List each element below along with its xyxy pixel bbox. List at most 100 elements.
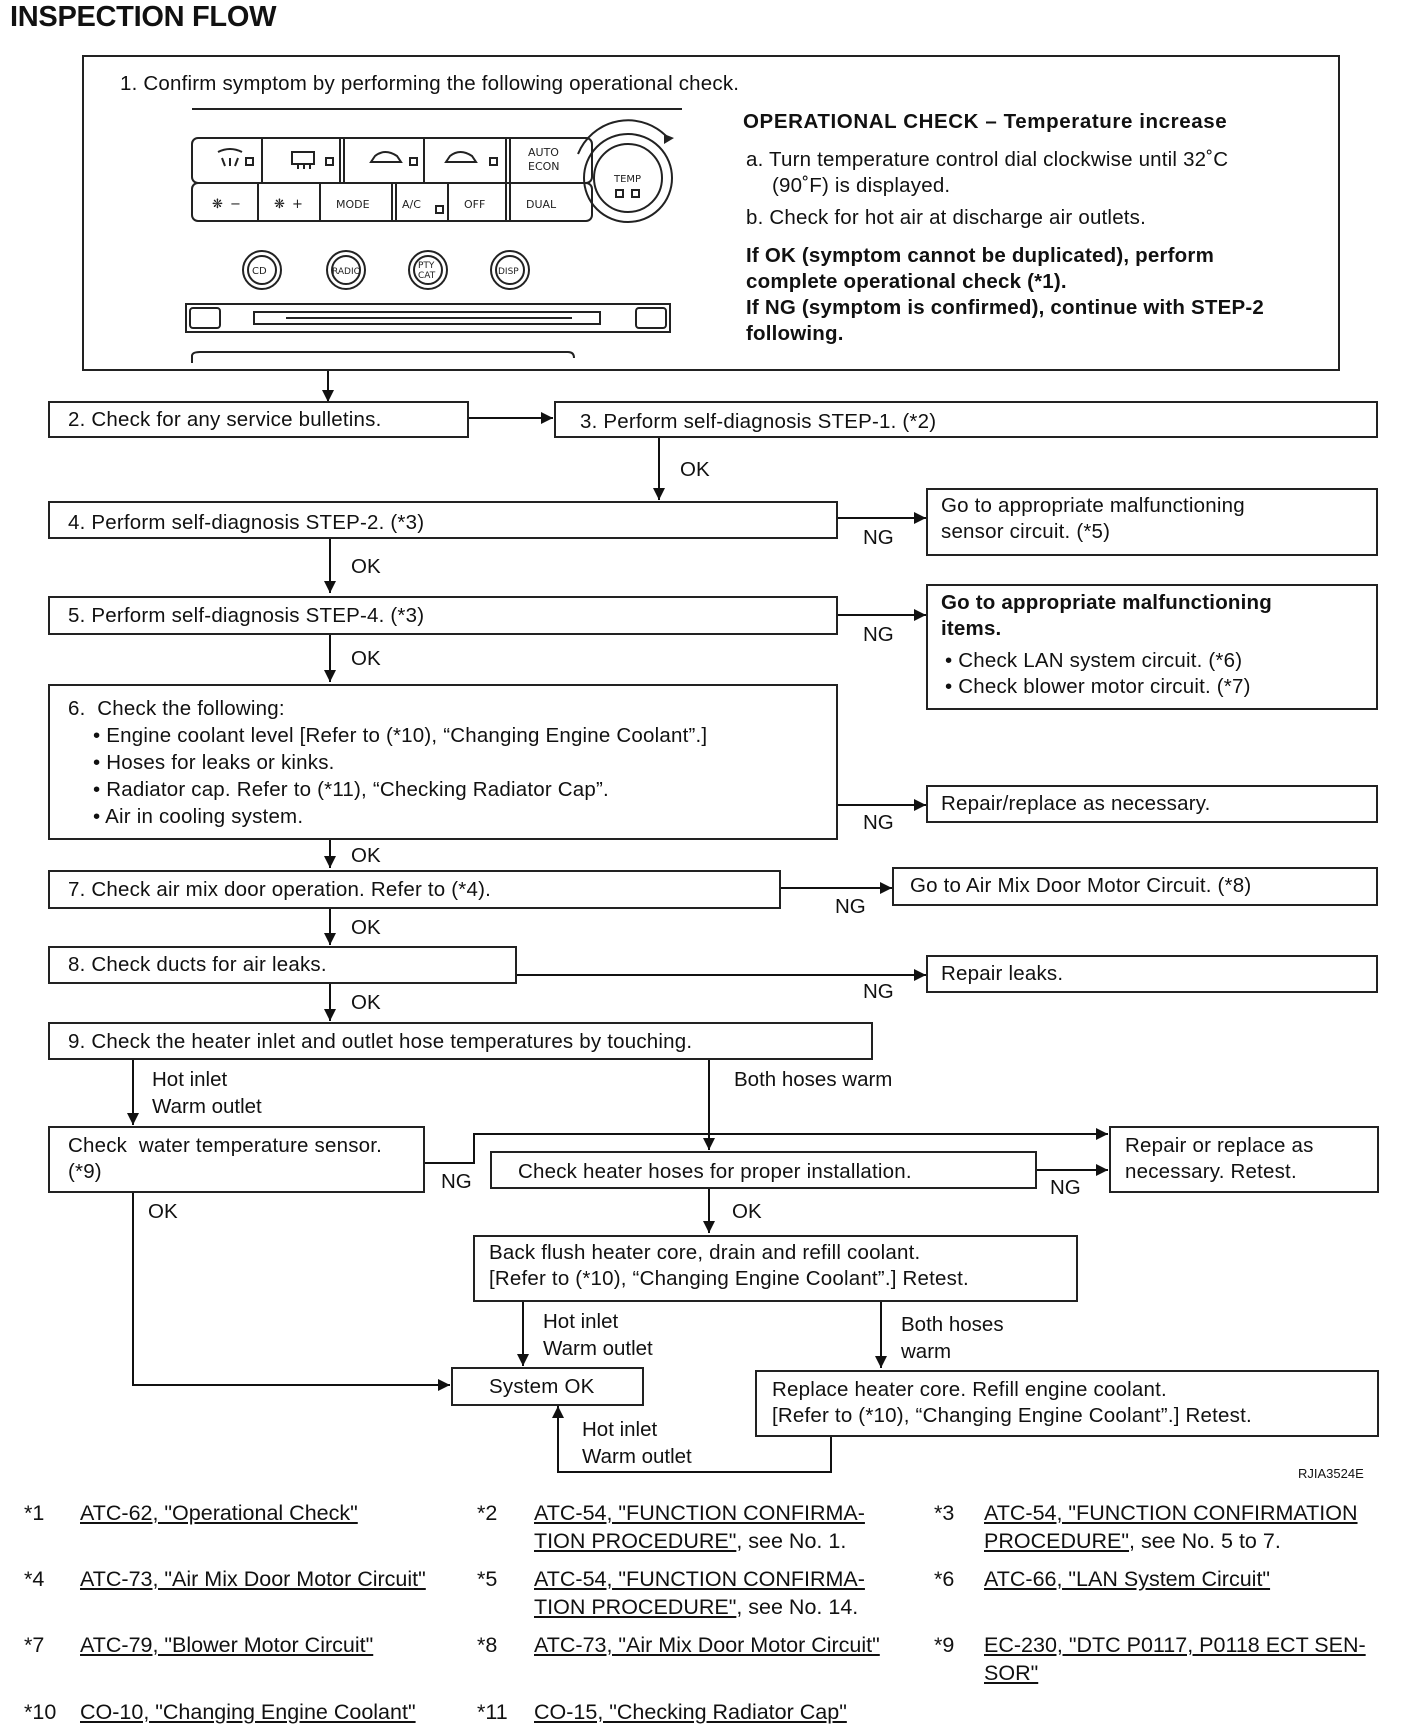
- step-5-ng-line3: • Check LAN system circuit. (*6): [945, 649, 1243, 672]
- step-4-ng-box: [926, 488, 1378, 556]
- figure-code: RJIA3524E: [1298, 1466, 1364, 1481]
- footnote-link[interactable]: ATC-79, "Blower Motor Circuit": [80, 1633, 374, 1657]
- step-8-ng-box: [926, 955, 1378, 993]
- both-hoses-label: Both hoses: [901, 1313, 1004, 1336]
- footnote-link[interactable]: ATC-54, "FUNCTION CONFIRMATION: [984, 1501, 1358, 1525]
- footnote-mark: *5: [477, 1567, 498, 1591]
- footnote-mark: *2: [477, 1501, 498, 1525]
- footnote-mark: *3: [934, 1501, 955, 1525]
- footnote-link[interactable]: ATC-66, "LAN System Circuit": [984, 1567, 1271, 1591]
- footnote-suffix: , see No. 1.: [736, 1528, 847, 1553]
- footnote-link[interactable]: ATC-54, "FUNCTION CONFIRMA-: [534, 1567, 865, 1591]
- ok-label-4: OK: [351, 555, 381, 578]
- step-8-text: 8. Check ducts for air leaks.: [68, 953, 327, 976]
- step-5-box: [48, 596, 838, 635]
- ok-label-6: OK: [351, 844, 381, 867]
- footnote-text: ATC-54, "FUNCTION CONFIRMA- TION PROCEDUR…: [534, 1566, 865, 1622]
- step-5-ng-line2: items.: [941, 617, 1002, 640]
- step-4-ng-line2: sensor circuit. (*5): [941, 520, 1111, 543]
- ng-label-6: NG: [863, 811, 894, 834]
- footnote-text: CO-10, "Changing Engine Coolant": [80, 1699, 416, 1727]
- ok-label-wts: OK: [148, 1200, 178, 1223]
- pty-label: PTY: [418, 261, 435, 271]
- footnote-link[interactable]: ATC-73, "Air Mix Door Motor Circuit": [80, 1567, 426, 1591]
- ok-label-3: OK: [680, 458, 710, 481]
- heater-hoses-text: Check heater hoses for proper installati…: [518, 1160, 912, 1183]
- ok-label-8: OK: [351, 991, 381, 1014]
- footnote-mark: *7: [24, 1633, 45, 1657]
- footnote-mark: *4: [24, 1567, 45, 1591]
- radio-label: RADIO: [332, 267, 361, 277]
- step-8-ng-text: Repair leaks.: [941, 962, 1064, 985]
- step-7-ng-text: Go to Air Mix Door Motor Circuit. (*8): [910, 874, 1252, 897]
- hot-inlet-label-3: Hot inlet: [582, 1418, 658, 1441]
- fan-up-icon: ❋: [274, 197, 285, 212]
- footnote-mark: *11: [477, 1700, 508, 1724]
- repair-replace-box: [1109, 1126, 1379, 1193]
- footnote-mark: *8: [477, 1633, 498, 1657]
- system-ok-box: [451, 1367, 644, 1406]
- footnote-link-continued[interactable]: TION PROCEDURE": [534, 1528, 737, 1553]
- footnote-link[interactable]: CO-10, "Changing Engine Coolant": [80, 1700, 416, 1724]
- ac-label: A/C: [402, 198, 421, 211]
- footnote-link[interactable]: EC-230, "DTC P0117, P0118 ECT SEN-: [984, 1633, 1366, 1657]
- econ-label: ECON: [528, 160, 560, 173]
- footnote-link[interactable]: ATC-54, "FUNCTION CONFIRMA-: [534, 1501, 865, 1525]
- step-5-ng-line4: • Check blower motor circuit. (*7): [945, 675, 1251, 698]
- check-item-b: b. Check for hot air at discharge air ou…: [746, 206, 1147, 229]
- replace-heater-core-box: [755, 1370, 1379, 1437]
- footnote-link[interactable]: ATC-73, "Air Mix Door Motor Circuit": [534, 1633, 880, 1657]
- step-5-text: 5. Perform self-diagnosis STEP-4. (*3): [68, 604, 425, 627]
- cat-label: CAT: [418, 271, 436, 281]
- step-6-item-4: • Air in cooling system.: [93, 805, 304, 828]
- check-item-a-line1: a. Turn temperature control dial clockwi…: [746, 148, 1229, 171]
- disp-label: DISP: [498, 267, 519, 277]
- ng-instruction-line2: following.: [746, 322, 844, 345]
- step-7-ng-box: [892, 867, 1378, 906]
- footnote-text: ATC-66, "LAN System Circuit": [984, 1566, 1270, 1594]
- footnote-link-continued[interactable]: TION PROCEDURE": [534, 1594, 737, 1619]
- hot-inlet-label-2: Hot inlet: [543, 1310, 619, 1333]
- step-8-box: [48, 946, 517, 984]
- footnote-text: EC-230, "DTC P0117, P0118 ECT SEN- SOR": [984, 1632, 1366, 1688]
- back-flush-box: [473, 1235, 1078, 1302]
- footnote-link-continued[interactable]: SOR": [984, 1660, 1039, 1685]
- replace-heater-core-line2: [Refer to (*10), “Changing Engine Coolan…: [772, 1404, 1252, 1427]
- fan-down-icon: ❋: [212, 197, 223, 212]
- footnote-link[interactable]: ATC-62, "Operational Check": [80, 1501, 358, 1525]
- ok-label-hoses: OK: [732, 1200, 762, 1223]
- repair-replace-line1: Repair or replace as: [1125, 1134, 1314, 1157]
- warm-outlet-label-2: Warm outlet: [543, 1337, 653, 1360]
- step-7-box: [48, 870, 781, 909]
- footnote-suffix: , see No. 14.: [736, 1594, 859, 1619]
- ng-instruction-line1: If NG (symptom is confirmed), continue w…: [746, 296, 1264, 319]
- warm-outlet-label-3: Warm outlet: [582, 1445, 692, 1468]
- footnote-link-continued[interactable]: PROCEDURE": [984, 1528, 1130, 1553]
- control-panel-illustration: AUTO ECON TEMP ❋ − ❋ + MODE A/C OFF DUAL…: [185, 119, 674, 363]
- ng-label-8: NG: [863, 980, 894, 1003]
- hot-inlet-label-1: Hot inlet: [152, 1068, 228, 1091]
- ng-label-hoses: NG: [1050, 1176, 1081, 1199]
- system-ok-text: System OK: [489, 1375, 595, 1398]
- step-4-ng-line1: Go to appropriate malfunctioning: [941, 494, 1245, 517]
- step-3-box: [554, 401, 1378, 438]
- step-7-text: 7. Check air mix door operation. Refer t…: [68, 878, 491, 901]
- step-5-ng-box: [926, 584, 1378, 710]
- ng-label-7: NG: [835, 895, 866, 918]
- step-6-item-2: • Hoses for leaks or kinks.: [93, 751, 335, 774]
- water-temp-sensor-line1: Check water temperature sensor.: [68, 1134, 383, 1157]
- footnote-suffix: , see No. 5 to 7.: [1129, 1528, 1281, 1553]
- ng-label-4: NG: [863, 526, 894, 549]
- step-6-box: [48, 684, 838, 840]
- footnote-text: ATC-62, "Operational Check": [80, 1500, 358, 1528]
- footnote-text: ATC-73, "Air Mix Door Motor Circuit": [534, 1632, 880, 1660]
- check-item-a-line2: (90˚F) is displayed.: [772, 174, 951, 197]
- replace-heater-core-line1: Replace heater core. Refill engine coola…: [772, 1378, 1167, 1401]
- footnote-text: ATC-54, "FUNCTION CONFIRMA- TION PROCEDUR…: [534, 1500, 865, 1556]
- footnote-text: ATC-79, "Blower Motor Circuit": [80, 1632, 373, 1660]
- step-9-text: 9. Check the heater inlet and outlet hos…: [68, 1030, 693, 1053]
- footnote-text: ATC-73, "Air Mix Door Motor Circuit": [80, 1566, 426, 1594]
- ng-label-wts: NG: [441, 1170, 472, 1193]
- footnote-link[interactable]: CO-15, "Checking Radiator Cap": [534, 1700, 847, 1724]
